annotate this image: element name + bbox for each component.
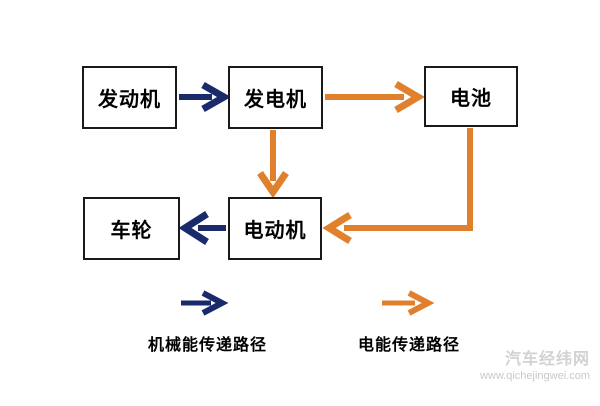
arrow-generator-to-battery-icon bbox=[325, 80, 425, 114]
engine-box: 发动机 bbox=[82, 66, 177, 129]
arrow-motor-to-wheel-icon bbox=[178, 211, 226, 245]
watermark-site-url: www.qichejingwei.com bbox=[479, 370, 590, 382]
legend-electrical-label: 电能传递路径 bbox=[358, 337, 461, 354]
watermark-site-name: 汽车经纬网 bbox=[504, 351, 590, 368]
legend-mechanical-arrow-icon bbox=[181, 290, 229, 316]
legend-mechanical-label: 机械能传递路径 bbox=[148, 337, 268, 354]
arrow-engine-to-generator-icon bbox=[179, 81, 232, 113]
motor-box: 电动机 bbox=[228, 197, 322, 260]
legend-electrical-arrow-icon bbox=[382, 290, 435, 316]
battery-box: 电池 bbox=[424, 66, 518, 127]
arrow-battery-to-motor-icon bbox=[322, 128, 473, 244]
watermark: 汽车经纬网 www.qichejingwei.com bbox=[480, 350, 590, 384]
wheel-box: 车轮 bbox=[83, 197, 180, 260]
arrow-generator-to-motor-icon bbox=[257, 130, 289, 199]
generator-box: 发电机 bbox=[228, 66, 323, 129]
